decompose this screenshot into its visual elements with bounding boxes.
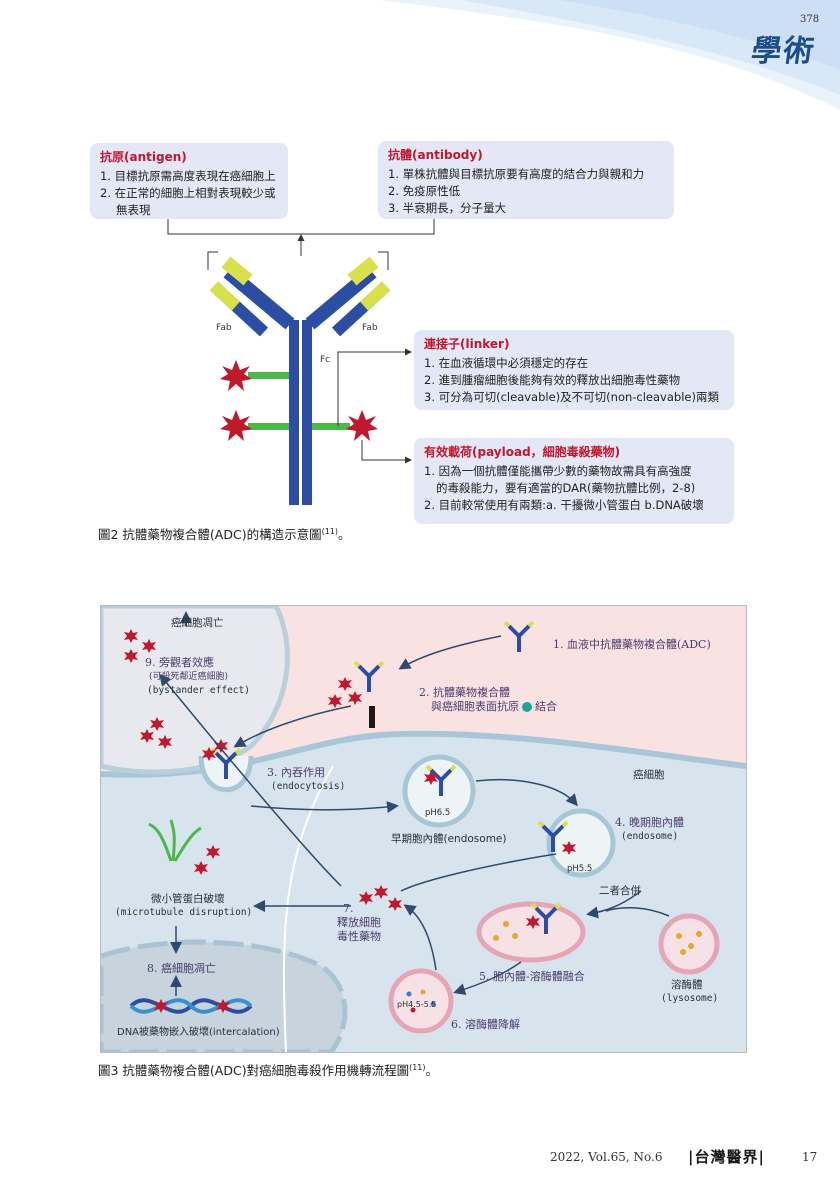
payload-line: 2. 目前較常使用有兩類:a. 干擾微小管蛋白 b.DNA破壞 <box>424 498 704 512</box>
ph65-label: pH6.5 <box>425 808 451 818</box>
ph55-label: pH5.5 <box>567 864 593 874</box>
antigen-box: 抗原(antigen) 1. 目標抗原需高度表現在癌細胞上 2. 在正常的細胞上… <box>90 143 288 219</box>
journal-title: 台灣醫界 <box>694 1148 759 1166</box>
step9-en: (bystander effect) <box>147 685 250 696</box>
antigen-line: 1. 目標抗原需高度表現在癌細胞上 <box>100 169 276 183</box>
linker-line: 2. 進到腫瘤細胞後能夠有效的釋放出細胞毒性藥物 <box>424 373 681 387</box>
linker-line: 3. 可分為可切(cleavable)及不可切(non-cleavable)兩類 <box>424 390 719 404</box>
step2-sub-b: 結合 <box>535 700 557 713</box>
merge-label: 二者合併 <box>599 885 641 897</box>
footer-issue: 2022, Vol.65, No.6 <box>550 1150 663 1164</box>
death-title: 癌細胞凋亡 <box>171 617 224 629</box>
step2-label: 2. 抗體藥物複合體 <box>419 686 510 699</box>
antigen-line: 無表現 <box>116 203 151 217</box>
step9-sub: (可殺死鄰近癌細胞) <box>149 672 229 682</box>
figure3-caption-text: 圖3 抗體藥物複合體(ADC)對癌細胞毒殺作用機轉流程圖 <box>98 1063 410 1078</box>
figure3-caption-end: 。 <box>425 1063 439 1078</box>
step7-label: 釋放細胞 <box>337 916 381 929</box>
linker-title: 連接子(linker) <box>424 337 510 351</box>
microtubule-label: 微小管蛋白破壞 <box>151 893 225 905</box>
step3-label: 3. 內吞作用 <box>267 766 325 779</box>
step4-en: (endosome) <box>621 831 679 842</box>
early-endosome-label: 早期胞內體(endosome) <box>391 833 507 845</box>
antibody-title: 抗體(antibody) <box>388 148 483 162</box>
payload-box: 有效載荷(payload，細胞毒殺藥物) 1. 因為一個抗體僅能攜帶少數的藥物故… <box>414 438 734 524</box>
step1-label: 1. 血液中抗體藥物複合體(ADC) <box>553 638 711 651</box>
step8-label: 8. 癌細胞凋亡 <box>147 962 216 975</box>
step7-sub: 毒性藥物 <box>337 930 381 943</box>
payload-line: 1. 因為一個抗體僅能攜帶少數的藥物故需具有高強度 <box>424 464 692 478</box>
lysosome-label: 溶酶體 <box>671 979 703 991</box>
antibody-box: 抗體(antibody) 1. 單株抗體與目標抗原要有高度的結合力與親和力 2.… <box>378 141 674 219</box>
antigen-icon <box>522 702 532 712</box>
antibody-line: 3. 半衰期長，分子量大 <box>388 201 507 215</box>
fc-label: Fc <box>320 355 330 365</box>
adc-structure-diagram: Fab Fab Fc <box>167 219 435 505</box>
footer-page: 17 <box>802 1150 818 1164</box>
header-decoration <box>380 0 840 110</box>
payload-line: 的毒殺能力，要有適當的DAR(藥物抗體比例，2-8) <box>436 481 696 495</box>
figure2-caption-text: 圖2 抗體藥物複合體(ADC)的構造示意圖 <box>98 527 322 542</box>
dna-label: DNA被藥物嵌入破壞(intercalation) <box>117 1027 280 1038</box>
antibody-line: 2. 免疫原性低 <box>388 184 461 198</box>
linker-line: 1. 在血液循環中必須穩定的存在 <box>424 356 589 370</box>
journal-name: |台灣醫界| <box>688 1148 765 1166</box>
fab-right-label: Fab <box>362 323 378 333</box>
linker-box: 連接子(linker) 1. 在血液循環中必須穩定的存在 2. 進到腫瘤細胞後能… <box>414 330 734 410</box>
fab-left-label: Fab <box>216 323 232 333</box>
page-number: 378 <box>800 14 820 25</box>
step2-sub: 與癌細胞表面抗原 結合 <box>431 700 557 714</box>
step5-label: 5. 胞內體-溶酶體融合 <box>479 970 585 983</box>
step6-label: 6. 溶酶體降解 <box>451 1018 520 1031</box>
microtubule-en: (microtubule disruption) <box>115 907 253 918</box>
figure2-caption-end: 。 <box>338 527 351 542</box>
figure2-caption: 圖2 抗體藥物複合體(ADC)的構造示意圖(11)。 <box>98 524 351 543</box>
step3-en: (endocytosis) <box>271 781 346 792</box>
mechanism-background <box>101 606 746 1052</box>
step9-label: 9. 旁觀者效應 <box>145 656 214 669</box>
figure3-caption-ref: (11) <box>409 1062 426 1072</box>
ph45-label: pH4.5-5.5 <box>397 1000 437 1009</box>
lysosome-en: (lysosome) <box>661 993 719 1004</box>
antigen-line: 2. 在正常的細胞上相對表現較少或 <box>100 186 276 200</box>
figure3-caption: 圖3 抗體藥物複合體(ADC)對癌細胞毒殺作用機轉流程圖(11)。 <box>98 1060 438 1079</box>
adc-mechanism-flowchart: 癌細胞凋亡 9. 旁觀者效應 (可殺死鄰近癌細胞) (bystander eff… <box>100 605 747 1053</box>
step4-label: 4. 晚期胞內體 <box>615 816 684 829</box>
step2-sub-a: 與癌細胞表面抗原 <box>431 700 519 713</box>
payload-title: 有效載荷(payload，細胞毒殺藥物) <box>424 445 621 459</box>
figure2-caption-ref: (11) <box>321 526 339 536</box>
cancer-cell-label: 癌細胞 <box>633 769 665 781</box>
step7-num: 7. <box>343 902 354 915</box>
antigen-title: 抗原(antigen) <box>100 150 187 164</box>
antibody-line: 1. 單株抗體與目標抗原要有高度的結合力與親和力 <box>388 167 645 181</box>
